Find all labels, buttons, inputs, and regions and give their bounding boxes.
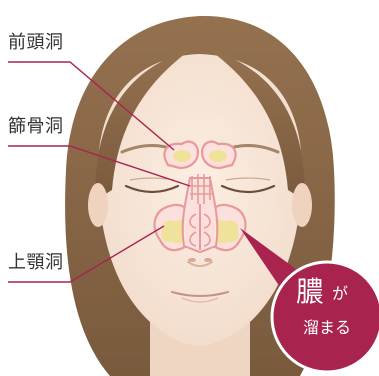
frontal-pus-left — [173, 150, 191, 162]
callout-verb: 溜まる — [272, 320, 379, 336]
right-nostril — [204, 258, 212, 262]
frontal-pus-right — [209, 150, 227, 162]
label-ethmoid-sinus: 篩骨洞 — [8, 118, 64, 136]
label-maxillary-sinus: 上顎洞 — [8, 254, 64, 272]
left-ear — [88, 183, 108, 227]
callout-kanji: 膿 — [296, 278, 324, 306]
callout-particle: が — [332, 286, 348, 302]
callout-text: 膿 が 溜まる — [272, 262, 379, 372]
left-nostril — [188, 258, 196, 262]
right-ear — [292, 183, 312, 227]
label-frontal-sinus: 前頭洞 — [8, 34, 64, 52]
